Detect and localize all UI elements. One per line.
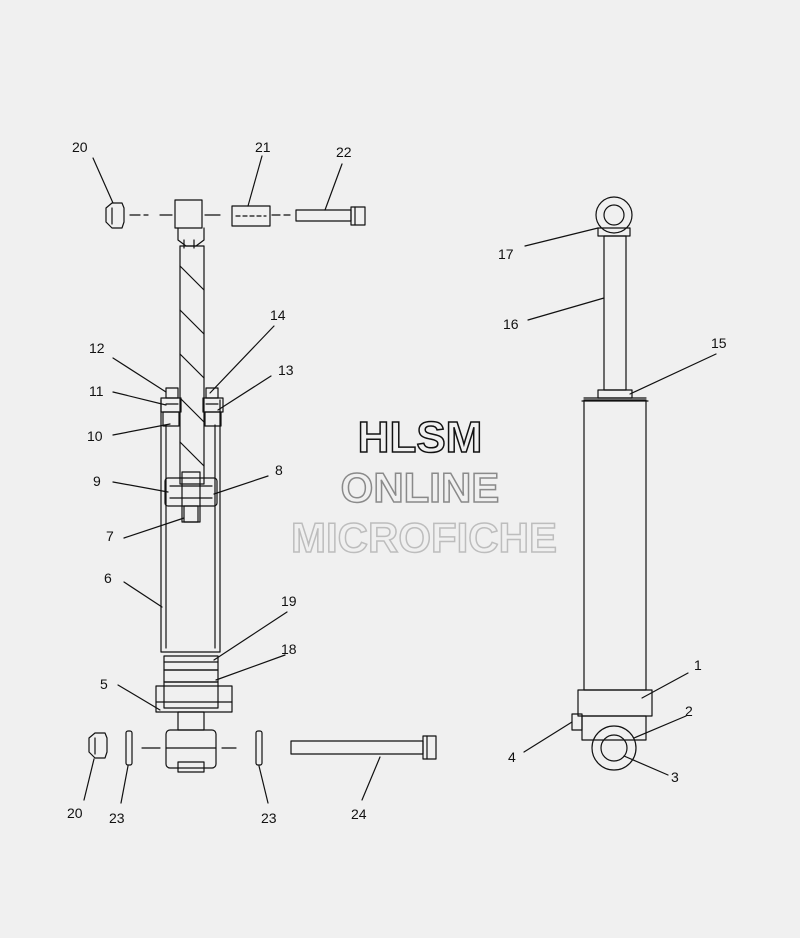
callout-21: 21 bbox=[255, 139, 271, 155]
piston-parts-7-8-9 bbox=[164, 471, 218, 523]
callout-20-top: 20 bbox=[72, 139, 88, 155]
watermark-line-3: MICROFICHE bbox=[291, 514, 557, 561]
callout-8: 8 bbox=[275, 462, 283, 478]
callout-22: 22 bbox=[336, 144, 352, 160]
bolt-part-24 bbox=[290, 735, 437, 760]
watermark: HLSM ONLINE MICROFICHE bbox=[290, 412, 558, 562]
floating-piston-parts-18-19 bbox=[163, 655, 219, 683]
seal-head-parts-10-14 bbox=[160, 387, 224, 427]
callout-5: 5 bbox=[100, 676, 108, 692]
callout-1: 1 bbox=[694, 657, 702, 673]
callout-labels: 20 21 22 12 14 11 13 10 9 8 7 6 19 18 5 … bbox=[67, 139, 727, 826]
washer-left-part-23 bbox=[125, 730, 133, 766]
callout-13: 13 bbox=[278, 362, 294, 378]
callout-14: 14 bbox=[270, 307, 286, 323]
bushing-part-21 bbox=[231, 205, 291, 227]
piston-rod bbox=[179, 245, 205, 485]
callout-20-bottom: 20 bbox=[67, 805, 83, 821]
callout-23-left: 23 bbox=[109, 810, 125, 826]
assembled-shock bbox=[571, 196, 653, 771]
watermark-line-1: HLSM bbox=[358, 413, 483, 462]
callout-18: 18 bbox=[281, 641, 297, 657]
bottom-nut-part-20 bbox=[88, 732, 108, 759]
callout-9: 9 bbox=[93, 473, 101, 489]
callout-7: 7 bbox=[106, 528, 114, 544]
callout-16: 16 bbox=[503, 316, 519, 332]
watermark-line-2: ONLINE bbox=[341, 464, 500, 511]
callout-24: 24 bbox=[351, 806, 367, 822]
callout-17: 17 bbox=[498, 246, 514, 262]
callout-11: 11 bbox=[89, 383, 104, 399]
bolt-part-22 bbox=[295, 206, 366, 226]
top-eye-mount bbox=[159, 199, 221, 249]
callout-2: 2 bbox=[685, 703, 693, 719]
callout-12: 12 bbox=[89, 340, 105, 356]
callout-19: 19 bbox=[281, 593, 297, 609]
callout-10: 10 bbox=[87, 428, 103, 444]
end-cap-part-5 bbox=[155, 681, 233, 713]
callout-6: 6 bbox=[104, 570, 112, 586]
callout-4: 4 bbox=[508, 749, 516, 765]
washer-right-part-23 bbox=[255, 730, 263, 766]
callout-23-right: 23 bbox=[261, 810, 277, 826]
bottom-eye-mount bbox=[141, 711, 237, 773]
body-tube-part-6 bbox=[160, 399, 221, 653]
callout-15: 15 bbox=[711, 335, 727, 351]
top-nut-part-20 bbox=[105, 202, 149, 229]
leader-lines bbox=[83, 155, 717, 804]
callout-3: 3 bbox=[671, 769, 679, 785]
